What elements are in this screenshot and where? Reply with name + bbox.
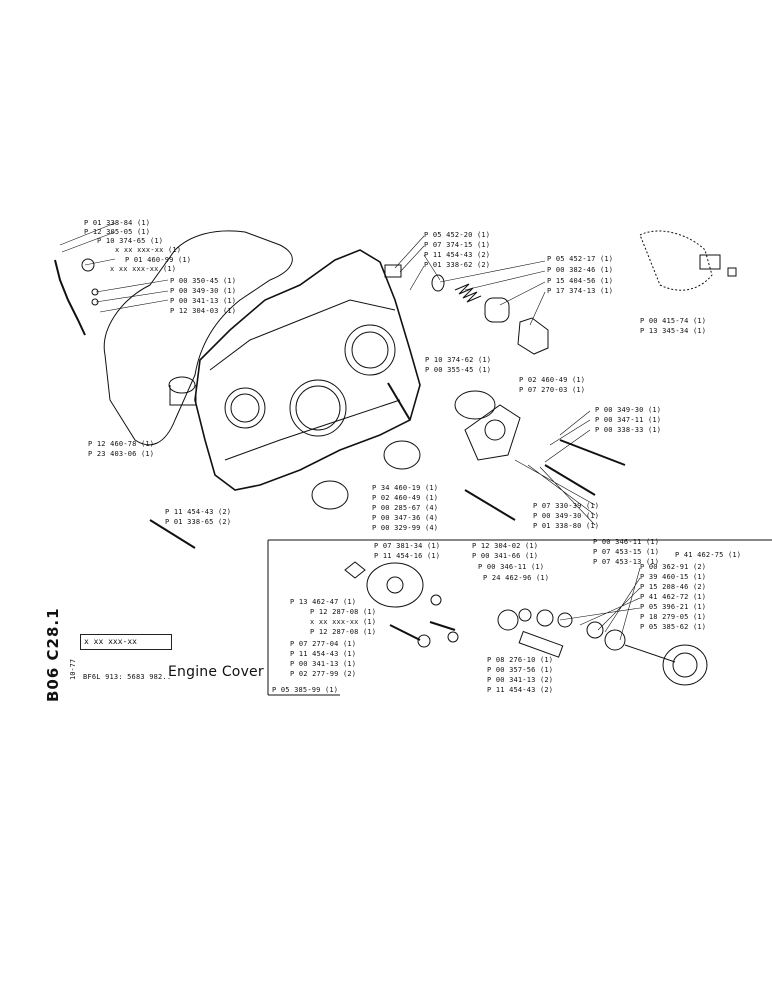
engine-cover-housing xyxy=(194,249,421,491)
catalog-date: 10-77 xyxy=(69,658,77,680)
placeholder-code: x xx xxx-xx xyxy=(84,637,137,646)
part-label: P 12 305-05 (1) xyxy=(84,228,151,236)
part-label: P 11 454-43 (2) xyxy=(165,508,232,516)
part-label: P 11 454-16 (1) xyxy=(374,552,441,560)
part-label: P 01 338-80 (1) xyxy=(533,522,600,530)
hex-bolt xyxy=(517,317,549,355)
part-label: P 15 208-46 (2) xyxy=(640,583,707,591)
part-label: P 07 374-15 (1) xyxy=(424,241,491,249)
part-label: P 41 462-75 (1) xyxy=(675,551,742,559)
part-label: P 00 362-91 (2) xyxy=(640,563,707,571)
part-label: P 00 346-11 (1) xyxy=(593,538,660,546)
part-label: P 05 385-62 (1) xyxy=(640,623,707,631)
part-label: P 00 349-30 (1) xyxy=(170,287,237,295)
part-label: x xx xxx-xx (1) xyxy=(310,618,377,626)
part-label: P 00 357-56 (1) xyxy=(487,666,554,674)
part-label: P 39 460-15 (1) xyxy=(640,573,707,581)
part-label: P 11 454-43 (1) xyxy=(290,650,357,658)
part-label: P 12 460-78 (1) xyxy=(88,440,155,448)
engine-model: BF6L 913: 5683 982.. xyxy=(83,673,172,681)
part-label: P 34 460-19 (1) xyxy=(372,484,439,492)
part-label: P 13 345-34 (1) xyxy=(640,327,707,335)
placeholder-code-box: x xx xxx-xx xyxy=(80,634,172,650)
part-label: P 00 347-11 (1) xyxy=(595,416,662,424)
part-label: P 17 374-13 (1) xyxy=(547,287,614,295)
part-label: P 10 374-62 (1) xyxy=(425,356,492,364)
part-label: P 00 285-67 (4) xyxy=(372,504,439,512)
part-label: P 07 381-34 (1) xyxy=(374,542,441,550)
part-label: P 02 460-49 (1) xyxy=(519,376,586,384)
part-label: x xx xxx-xx (1) xyxy=(110,265,177,273)
part-label: P 07 270-03 (1) xyxy=(519,386,586,394)
elbow-flange xyxy=(464,404,521,461)
fan-pulley xyxy=(662,644,708,686)
part-label: P 00 341-13 (1) xyxy=(290,660,357,668)
part-label: P 07 277-04 (1) xyxy=(290,640,357,648)
part-label: P 12 304-02 (1) xyxy=(472,542,539,550)
oil-filler-neck xyxy=(168,376,196,394)
part-label: P 00 355-45 (1) xyxy=(425,366,492,374)
part-label: P 11 454-43 (2) xyxy=(424,251,491,259)
part-label: P 15 404-56 (1) xyxy=(547,277,614,285)
cover-gasket xyxy=(103,230,293,446)
housing-bore-left xyxy=(224,387,266,429)
part-label: P 00 338-33 (1) xyxy=(595,426,662,434)
part-label: P 12 287-08 (1) xyxy=(310,628,377,636)
part-label: P 00 341-13 (2) xyxy=(487,676,554,684)
part-label: P 12 304-03 (1) xyxy=(170,307,237,315)
part-label: P 00 382-46 (1) xyxy=(547,266,614,274)
housing-bore-center xyxy=(289,379,347,437)
part-label: x xx xxx-xx (1) xyxy=(115,246,182,254)
part-label: P 05 452-20 (1) xyxy=(424,231,491,239)
part-label: P 01 338-62 (2) xyxy=(424,261,491,269)
water-pump-pulley xyxy=(366,562,424,608)
inset-tensioner xyxy=(639,230,713,291)
part-label: P 07 330-39 (1) xyxy=(533,502,600,510)
part-label: P 02 460-49 (1) xyxy=(372,494,439,502)
part-label: P 05 385-99 (1) xyxy=(272,686,339,694)
part-label: P 02 277-99 (2) xyxy=(290,670,357,678)
part-label: P 00 329-99 (4) xyxy=(372,524,439,532)
part-label: P 07 453-15 (1) xyxy=(593,548,660,556)
part-label: P 00 341-13 (1) xyxy=(170,297,237,305)
part-label: P 11 454-43 (2) xyxy=(487,686,554,694)
part-label: P 18 279-05 (1) xyxy=(640,613,707,621)
part-label: P 13 462-47 (1) xyxy=(290,598,357,606)
seal-ring xyxy=(454,390,496,420)
part-label: P 05 452-17 (1) xyxy=(547,255,614,263)
part-label: P 24 462-96 (1) xyxy=(483,574,550,582)
part-label: P 00 349-30 (1) xyxy=(595,406,662,414)
part-label: P 00 341-66 (1) xyxy=(472,552,539,560)
catalog-code: B06 C28.1 xyxy=(44,607,62,702)
part-label: P 00 346-11 (1) xyxy=(478,563,545,571)
breather-pipe xyxy=(54,259,86,336)
part-label: P 08 276-10 (1) xyxy=(487,656,554,664)
lower-group-frame xyxy=(267,539,772,696)
spring-part xyxy=(454,283,482,303)
part-label: P 00 350-45 (1) xyxy=(170,277,237,285)
part-label: P 05 396-21 (1) xyxy=(640,603,707,611)
part-label: P 00 347-36 (4) xyxy=(372,514,439,522)
part-label: P 23 403-06 (1) xyxy=(88,450,155,458)
part-label: P 01 338-65 (2) xyxy=(165,518,232,526)
plug-part xyxy=(384,264,402,278)
part-label: P 10 374-65 (1) xyxy=(97,237,164,245)
part-label: P 41 462-72 (1) xyxy=(640,593,707,601)
part-label: P 01 338-84 (1) xyxy=(84,219,151,227)
page-title: Engine Cover xyxy=(168,664,264,680)
part-label: P 01 460-99 (1) xyxy=(125,256,192,264)
housing-bore-right xyxy=(344,324,396,376)
part-label: P 07 453-13 (1) xyxy=(593,558,660,566)
part-label: P 00 349-30 (1) xyxy=(533,512,600,520)
part-label: P 00 415-74 (1) xyxy=(640,317,707,325)
part-label: P 12 287-08 (1) xyxy=(310,608,377,616)
